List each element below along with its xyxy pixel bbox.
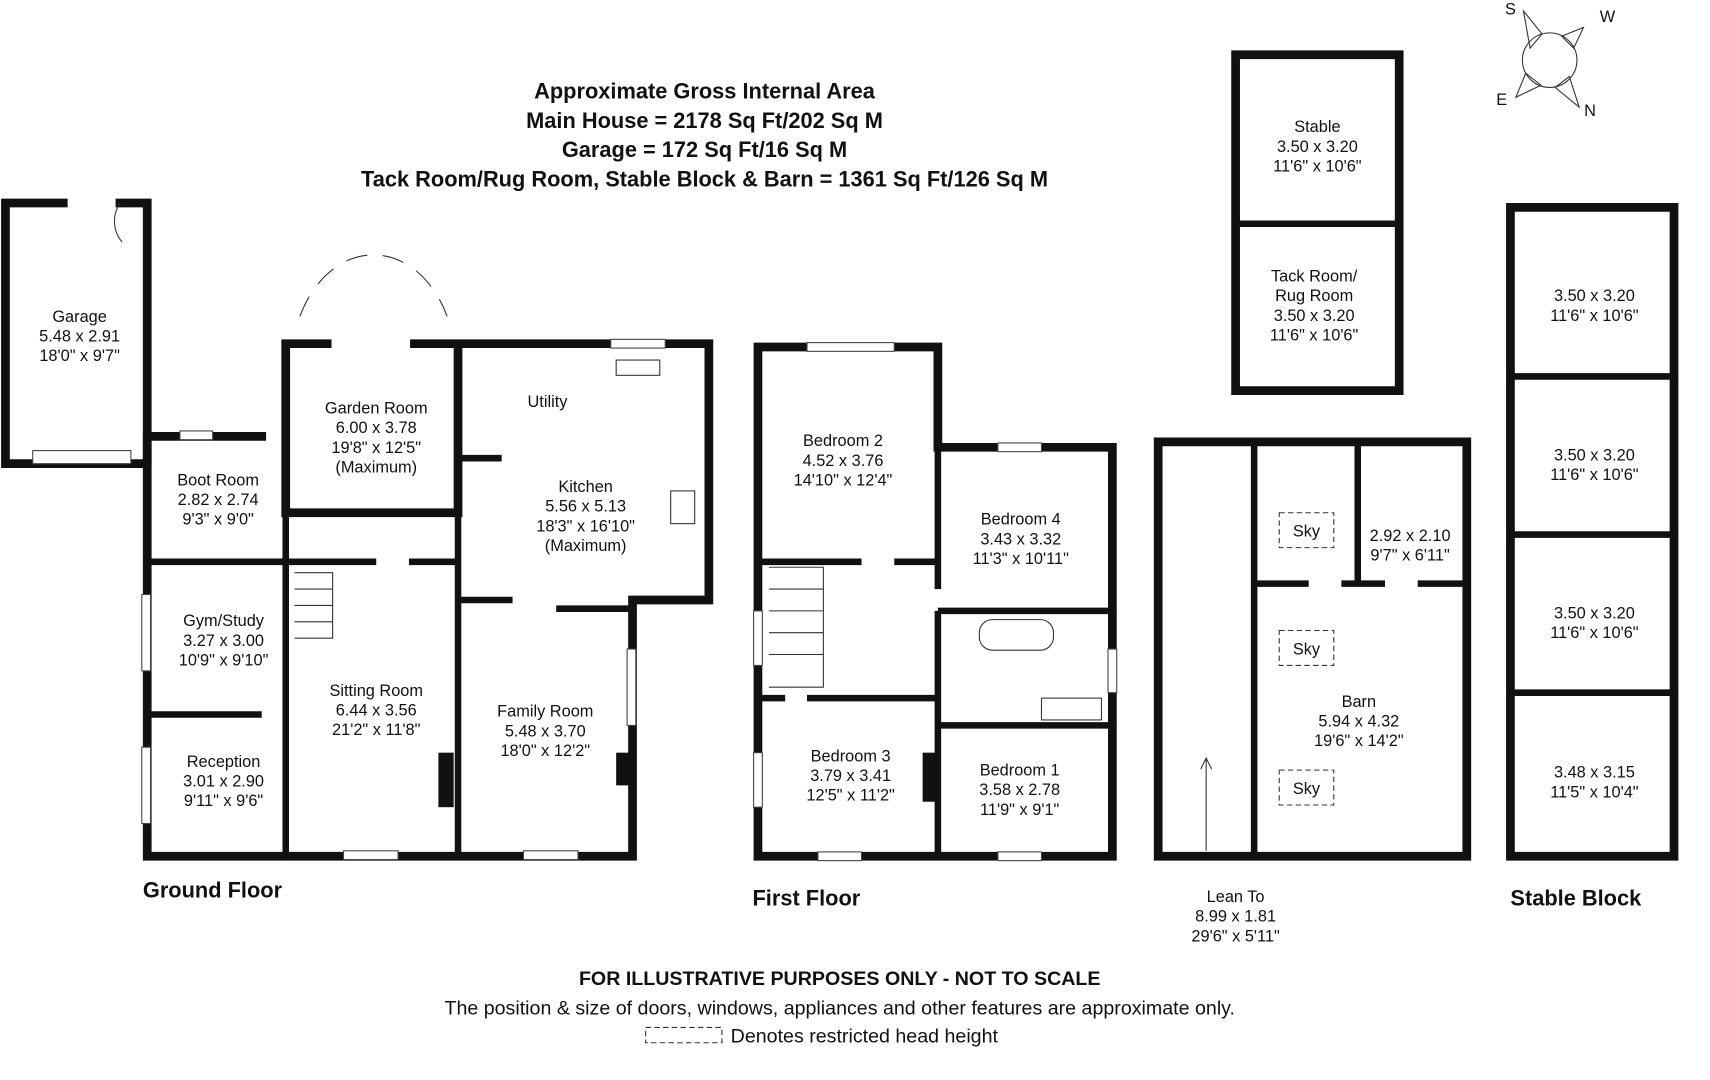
features-note: The position & size of doors, windows, a… [444, 997, 1235, 1019]
bedroom4-name: Bedroom 4 [981, 511, 1061, 529]
area-garage: Garage = 172 Sq Ft/16 Sq M [562, 137, 847, 162]
stall-4-imperial: 11'5" x 10'4" [1550, 783, 1639, 801]
rug-room-name: Rug Room [1275, 287, 1353, 305]
tack-room-name: Tack Room/ [1271, 268, 1358, 286]
sitting-room-metric: 6.44 x 3.56 [336, 702, 417, 720]
barn-metric: 5.94 x 4.32 [1318, 712, 1399, 730]
bedroom4-imperial: 11'3" x 10'11" [973, 550, 1069, 568]
bedroom3-name: Bedroom 3 [811, 747, 891, 765]
compass-south: S [1505, 0, 1516, 18]
compass-west: W [1600, 8, 1616, 26]
stable-block-plan: 3.50 x 3.20 11'6" x 10'6" 3.50 x 3.20 11… [1506, 203, 1679, 910]
stall-3-imperial: 11'6" x 10'6" [1550, 624, 1639, 642]
kitchen-metric: 5.56 x 5.13 [545, 498, 626, 516]
barn-store-imperial: 9'7" x 6'11" [1370, 547, 1450, 565]
bedroom1-name: Bedroom 1 [980, 762, 1060, 780]
stable-name: Stable [1294, 118, 1340, 136]
tack-room-metric: 3.50 x 3.20 [1274, 307, 1355, 325]
stall-2-metric: 3.50 x 3.20 [1554, 446, 1635, 464]
garage-name: Garage [52, 308, 107, 326]
barn-name: Barn [1342, 693, 1377, 711]
garden-room-name: Garden Room [325, 399, 428, 417]
gym-study-metric: 3.27 x 3.00 [183, 632, 264, 650]
utility-name: Utility [527, 393, 568, 411]
garden-room-note: (Maximum) [335, 458, 417, 476]
bedroom2-imperial: 14'10" x 12'4" [794, 471, 893, 489]
area-outbuildings: Tack Room/Rug Room, Stable Block & Barn … [361, 167, 1048, 192]
area-summary: Approximate Gross Internal Area Main Hou… [361, 78, 1048, 191]
sitting-room-name: Sitting Room [329, 682, 423, 700]
gym-study-name: Gym/Study [183, 612, 265, 630]
barn-plan: Sky Sky Sky 2.92 x 2.10 9'7" x 6'11" Bar… [1153, 437, 1472, 945]
restricted-height-swatch [645, 1026, 723, 1044]
family-room-imperial: 18'0" x 12'2" [500, 742, 590, 760]
stall-4-metric: 3.48 x 3.15 [1554, 764, 1635, 782]
compass-icon: S W E N [1496, 0, 1616, 119]
bedroom1-metric: 3.58 x 2.78 [979, 781, 1060, 799]
garden-room-metric: 6.00 x 3.78 [336, 419, 417, 437]
skylight-2: Sky [1293, 641, 1321, 659]
bedroom2-metric: 4.52 x 3.76 [803, 452, 884, 470]
boot-room-name: Boot Room [177, 471, 259, 489]
lean-to-metric: 8.99 x 1.81 [1195, 908, 1276, 926]
garage-imperial: 18'0" x 9'7" [39, 347, 120, 365]
compass-east: E [1496, 91, 1507, 109]
first-floor-plan: Bedroom 2 4.52 x 3.76 14'10" x 12'4" Bed… [752, 342, 1118, 910]
barn-store-metric: 2.92 x 2.10 [1370, 527, 1451, 545]
ground-floor-label: Ground Floor [143, 878, 283, 903]
bedroom3-metric: 3.79 x 3.41 [810, 767, 891, 785]
kitchen-name: Kitchen [558, 478, 613, 496]
bedroom4-metric: 3.43 x 3.32 [980, 530, 1061, 548]
reception-imperial: 9'11" x 9'6" [184, 792, 264, 810]
area-main-house: Main House = 2178 Sq Ft/202 Sq M [526, 108, 883, 133]
bedroom2-name: Bedroom 2 [803, 432, 883, 450]
tack-room-imperial: 11'6" x 10'6" [1270, 326, 1359, 344]
stall-1-imperial: 11'6" x 10'6" [1550, 307, 1639, 325]
stable-tack-plan: Stable 3.50 x 3.20 11'6" x 10'6" Tack Ro… [1231, 50, 1404, 395]
stable-metric: 3.50 x 3.20 [1277, 138, 1358, 156]
bedroom3-imperial: 12'5" x 11'2" [806, 787, 895, 805]
kitchen-imperial: 18'3" x 16'10" [536, 517, 635, 535]
stall-2-imperial: 11'6" x 10'6" [1550, 466, 1639, 484]
garage-metric: 5.48 x 2.91 [39, 328, 120, 346]
restricted-height-legend: Denotes restricted head height [731, 1026, 999, 1048]
sitting-room-imperial: 21'2" x 11'8" [332, 721, 421, 739]
skylight-3: Sky [1293, 780, 1321, 798]
ground-floor-plan: Garage 5.48 x 2.91 18'0" x 9'7" Boot Roo… [1, 198, 714, 903]
family-room-name: Family Room [497, 703, 593, 721]
boot-room-metric: 2.82 x 2.74 [178, 491, 259, 509]
compass-north: N [1584, 102, 1596, 120]
reception-name: Reception [187, 753, 261, 771]
area-title: Approximate Gross Internal Area [534, 78, 876, 103]
stall-3-metric: 3.50 x 3.20 [1554, 605, 1635, 623]
barn-imperial: 19'6" x 14'2" [1314, 732, 1404, 750]
kitchen-note: (Maximum) [545, 537, 627, 555]
lean-to-imperial: 29'6" x 5'11" [1191, 927, 1280, 945]
first-floor-label: First Floor [752, 885, 860, 910]
boot-room-imperial: 9'3" x 9'0" [182, 511, 254, 529]
disclaimer: FOR ILLUSTRATIVE PURPOSES ONLY - NOT TO … [579, 968, 1101, 990]
stable-block-label: Stable Block [1510, 885, 1642, 910]
skylight-1: Sky [1293, 523, 1321, 541]
bedroom1-imperial: 11'9" x 9'1" [980, 801, 1060, 819]
stable-imperial: 11'6" x 10'6" [1273, 157, 1362, 175]
family-room-metric: 5.48 x 3.70 [505, 722, 586, 740]
lean-to-name: Lean To [1207, 888, 1265, 906]
reception-metric: 3.01 x 2.90 [183, 772, 264, 790]
gym-study-imperial: 10'9" x 9'10" [179, 651, 269, 669]
garden-room-imperial: 19'8" x 12'5" [331, 439, 421, 457]
footer: FOR ILLUSTRATIVE PURPOSES ONLY - NOT TO … [444, 968, 1235, 1048]
stall-1-metric: 3.50 x 3.20 [1554, 287, 1635, 305]
